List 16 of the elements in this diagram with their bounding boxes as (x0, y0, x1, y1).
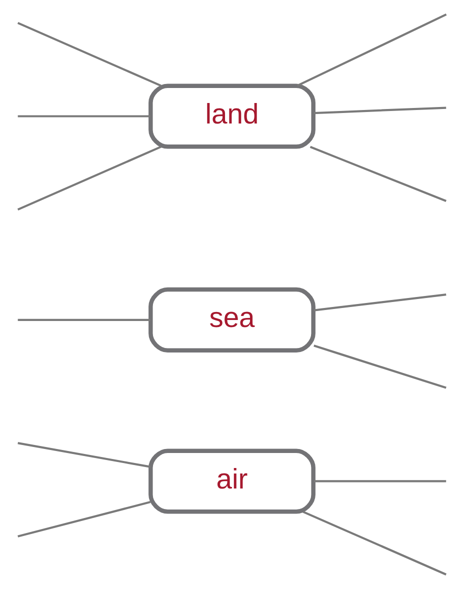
connector (18, 115, 150, 118)
node-box: sea (148, 287, 316, 352)
connector (18, 318, 150, 322)
connector (17, 22, 162, 87)
connector (314, 344, 446, 389)
node-box: air (148, 448, 316, 514)
connector (314, 293, 446, 312)
connector (18, 501, 151, 538)
connector (302, 510, 446, 576)
node-box: land (148, 84, 316, 149)
connector (296, 13, 447, 87)
connector (314, 480, 446, 482)
connector (310, 146, 446, 202)
connector (17, 146, 162, 211)
connector (18, 442, 151, 468)
connector (314, 106, 446, 114)
